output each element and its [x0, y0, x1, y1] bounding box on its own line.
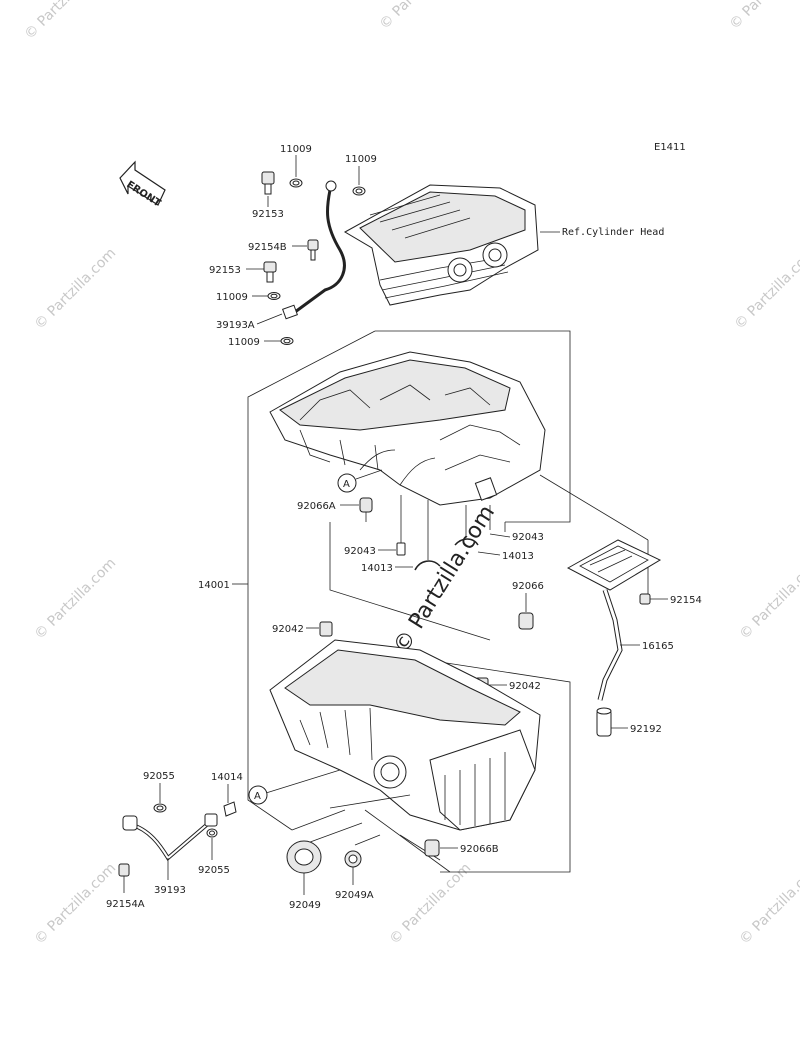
callout-92154b: 92154B: [248, 242, 287, 253]
o-ring-sleeve-icon: [596, 707, 612, 737]
callout-92066b: 92066B: [460, 844, 499, 855]
callout-16165: 16165: [642, 641, 674, 652]
marker-a-lower: A: [248, 785, 268, 805]
lower-case-bracket: [439, 661, 571, 873]
watermark-center-text: © Partzilla.com: [389, 501, 500, 658]
bolt-icon: [118, 863, 130, 877]
bolt-icon: [307, 239, 319, 261]
front-arrow-icon: FRONT: [119, 160, 166, 209]
callout-92153: 92153: [209, 265, 241, 276]
diagram-code: E1411: [654, 142, 686, 153]
callout-labels: 11009 11009 92153 92154B 92153 11009 391…: [106, 144, 702, 911]
bearing-shell-icon: [454, 538, 479, 546]
callout-92042: 92042: [509, 681, 541, 692]
upper-case-bracket: [375, 330, 571, 523]
callout-14013: 14013: [361, 563, 393, 574]
oil-seal-icon: [286, 840, 322, 874]
washer-icon: [289, 178, 303, 188]
bolt-icon: [263, 261, 277, 283]
upper-crankcase-illustration: [269, 351, 546, 506]
callout-92192: 92192: [630, 724, 662, 735]
callout-92153: 92153: [252, 209, 284, 220]
callout-92055: 92055: [143, 771, 175, 782]
callout-14014: 14014: [211, 772, 243, 783]
cylinder-head-illustration: [343, 184, 539, 306]
callout-92049a: 92049A: [335, 890, 374, 901]
leader-line: [477, 551, 501, 556]
dowel-pin-icon: [396, 542, 406, 556]
crankcase-bracket: [247, 330, 376, 831]
watermark-text: © Partzilla.com: [32, 555, 120, 643]
lower-crankcase-illustration: [269, 639, 541, 831]
callout-11009: 11009: [345, 154, 377, 165]
callout-14001: 14001: [198, 580, 230, 591]
washer-icon: [280, 337, 294, 345]
leader-lines: [246, 155, 360, 342]
oil-pipe-illustration: [282, 180, 346, 320]
oil-strainer-plate-illustration: [566, 539, 662, 591]
oil-pipe-39193-illustration: [122, 813, 218, 862]
callout-11009: 11009: [228, 337, 260, 348]
callout-92066: 92066: [512, 581, 544, 592]
oil-pipe-16165-illustration: [597, 589, 623, 701]
watermark-text: © Partzilla.com: [22, 0, 110, 43]
callout-11009: 11009: [280, 144, 312, 155]
watermark-text: © Partzilla.com: [32, 245, 120, 333]
callout-92043: 92043: [512, 532, 544, 543]
callout-92154: 92154: [670, 595, 702, 606]
callout-92154a: 92154A: [106, 899, 145, 910]
watermark-text: © Partzilla.com: [732, 245, 800, 333]
watermark-text: © Partzilla.com: [727, 0, 800, 33]
watermark-text: © Partzilla.com: [737, 860, 800, 948]
leader-lines: [265, 769, 451, 873]
watermark-text: © Partzilla.com: [737, 555, 800, 643]
washer-icon: [153, 803, 167, 813]
callout-92049: 92049: [289, 900, 321, 911]
callout-14013: 14013: [502, 551, 534, 562]
marker-a-upper: A: [337, 469, 383, 493]
bolt-icon: [261, 171, 275, 195]
leader-line: [489, 533, 511, 538]
callout-92066a: 92066A: [297, 501, 336, 512]
callout-39193a: 39193A: [216, 320, 255, 331]
plug-icon: [518, 612, 534, 630]
callout-11009: 11009: [216, 292, 248, 303]
watermark-text: © Partzilla.com: [377, 0, 465, 33]
bolt-icon: [639, 593, 651, 605]
watermark-text: © Partzilla.com: [387, 860, 475, 948]
ref-cylinder-head-label: Ref.Cylinder Head: [562, 227, 664, 238]
callout-92055: 92055: [198, 865, 230, 876]
callout-39193: 39193: [154, 885, 186, 896]
dowel-pin-icon: [359, 497, 373, 513]
washer-icon: [267, 292, 281, 300]
callout-92043: 92043: [344, 546, 376, 557]
bearing-shell-icon: [414, 560, 441, 571]
marker-a-lower-label: A: [254, 791, 261, 802]
dowel-pin-icon: [319, 621, 333, 637]
drain-plug-icon: [424, 839, 440, 857]
marker-a-upper-label: A: [343, 479, 350, 490]
washer-icon: [206, 828, 218, 838]
callout-92042: 92042: [272, 624, 304, 635]
washer-icon: [352, 186, 366, 196]
orifice-icon: [223, 801, 237, 817]
oil-seal-icon: [344, 850, 362, 868]
